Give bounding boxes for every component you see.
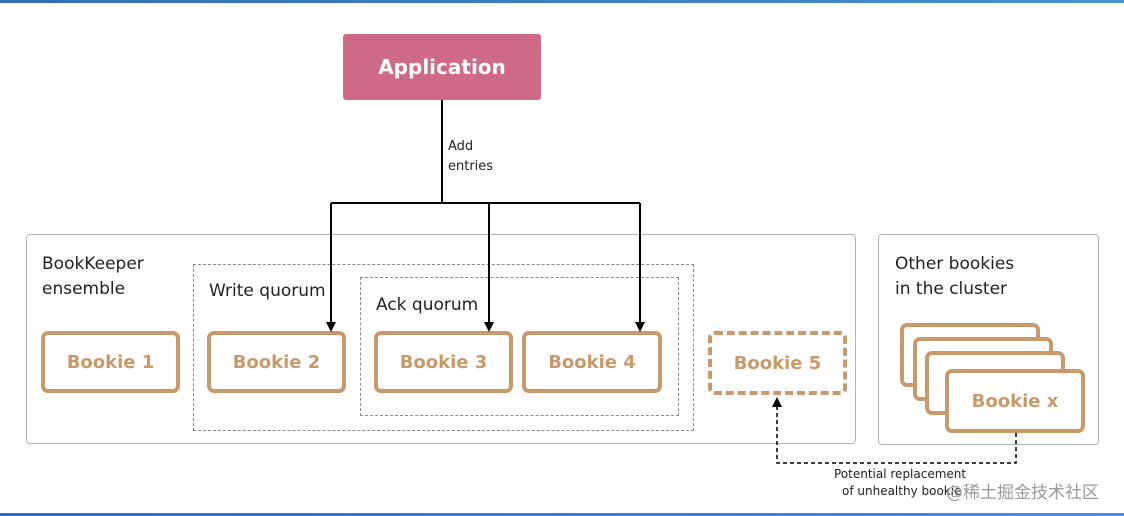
- replacement-note-line1: Potential replacement: [834, 467, 967, 481]
- application-box: Application: [343, 34, 541, 100]
- add-entries-label: Add entries: [448, 137, 493, 177]
- replacement-arrow: [772, 397, 1017, 464]
- bookie-4: Bookie 4: [522, 331, 662, 393]
- other-bookies-title: Other bookies in the cluster: [895, 252, 1014, 302]
- bookie-x-label: Bookie x: [971, 390, 1059, 412]
- write-quorum-box: [193, 264, 694, 431]
- bookie-4-label: Bookie 4: [548, 351, 636, 373]
- bookkeeper-ensemble-container: [26, 234, 856, 444]
- ack-quorum-box: [360, 277, 679, 416]
- add-entries-line2: entries: [448, 159, 494, 174]
- other-bookies-container: [878, 234, 1099, 445]
- bookie-1: Bookie 1: [41, 331, 180, 393]
- other-bookies-title-line2: in the cluster: [895, 279, 1008, 299]
- bookie-x: Bookie x: [945, 369, 1085, 433]
- replacement-note-line2: of unhealthy bookie: [842, 484, 962, 498]
- bookie-5-label: Bookie 5: [733, 352, 822, 374]
- bookie-2-label: Bookie 2: [232, 351, 321, 373]
- ensemble-title-line2: ensemble: [42, 279, 126, 299]
- bottom-accent-bar: [0, 513, 1124, 516]
- ensemble-title: BookKeeper ensemble: [42, 252, 144, 302]
- bookie-5: Bookie 5: [708, 331, 847, 395]
- bookie-3: Bookie 3: [374, 331, 513, 393]
- ensemble-title-line1: BookKeeper: [42, 254, 144, 274]
- write-quorum-label: Write quorum: [209, 281, 326, 301]
- bookie-2: Bookie 2: [207, 331, 346, 393]
- top-accent-bar: [0, 0, 1124, 3]
- bookie-1-label: Bookie 1: [66, 351, 155, 373]
- application-label: Application: [378, 55, 506, 79]
- bookie-3-label: Bookie 3: [399, 351, 488, 373]
- watermark: @稀土掘金技术社区: [946, 483, 1099, 503]
- add-entries-line1: Add: [448, 139, 474, 154]
- replacement-note: Potential replacement of unhealthy booki…: [834, 466, 966, 500]
- ack-quorum-label: Ack quorum: [376, 295, 479, 315]
- other-bookies-title-line1: Other bookies: [895, 254, 1015, 274]
